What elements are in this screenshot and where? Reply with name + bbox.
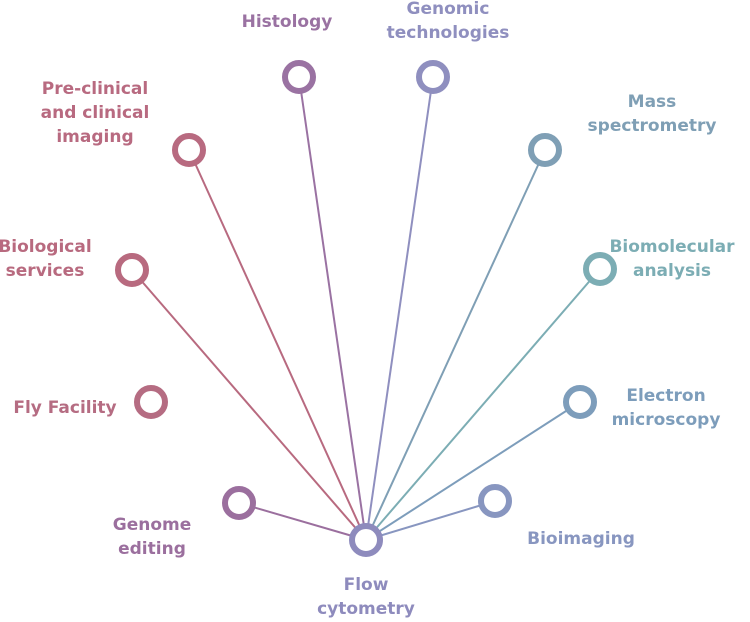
node-label-pre-clinical-and-clinical-imaging-line: imaging	[56, 127, 133, 147]
node-ring-icon	[528, 133, 562, 167]
spokes	[131, 76, 601, 541]
node-label-genomic-technologies-line: technologies	[387, 23, 510, 43]
node-pre-clinical-and-clinical-imaging: Pre-clinical and clinical imaging	[41, 79, 206, 167]
node-label-biological-services: Biological services	[0, 237, 92, 281]
node-ring-icon	[134, 385, 168, 419]
node-mass-spectrometry: Mass spectrometry	[528, 92, 717, 167]
node-bioimaging: Bioimaging	[478, 484, 635, 549]
node-ring-icon	[416, 60, 450, 94]
spoke-biological-services	[131, 269, 367, 541]
spoke-histology	[298, 76, 367, 541]
node-label-bioimaging: Bioimaging	[527, 529, 635, 549]
node-label-pre-clinical-and-clinical-imaging: Pre-clinical and clinical imaging	[41, 79, 150, 147]
node-label-electron-microscopy-line: microscopy	[612, 410, 721, 430]
node-label-biological-services-line: services	[6, 261, 85, 281]
node-ring-icon	[282, 60, 316, 94]
node-label-genomic-technologies-line: Genomic	[407, 0, 490, 19]
node-genomic-technologies: Genomic technologies	[387, 0, 510, 94]
node-ring-icon	[563, 385, 597, 419]
node-electron-microscopy: Electron microscopy	[563, 385, 721, 430]
node-label-bioimaging-line: Bioimaging	[527, 529, 635, 549]
spoke-electron-microscopy	[365, 401, 581, 541]
node-biomolecular-analysis: Biomolecular analysis	[583, 237, 735, 286]
node-fly-facility: Fly Facility	[13, 385, 168, 419]
spoke-bioimaging	[365, 500, 496, 541]
node-label-pre-clinical-and-clinical-imaging-line: Pre-clinical	[42, 79, 148, 99]
node-label-histology: Histology	[242, 12, 333, 32]
node-ring-icon	[172, 133, 206, 167]
spoke-pre-clinical-and-clinical-imaging	[188, 149, 367, 541]
node-ring-icon	[583, 252, 617, 286]
node-histology: Histology	[242, 12, 333, 94]
node-biological-services: Biological services	[0, 237, 149, 287]
node-ring-icon	[222, 486, 256, 520]
node-label-biomolecular-analysis: Biomolecular analysis	[609, 237, 735, 281]
node-label-mass-spectrometry-line: spectrometry	[588, 116, 717, 136]
node-label-genome-editing: Genome editing	[113, 515, 192, 559]
node-label-biological-services-line: Biological	[0, 237, 92, 257]
spoke-genomic-technologies	[365, 76, 434, 541]
node-label-electron-microscopy: Electron microscopy	[612, 386, 721, 430]
hub-ring-icon	[349, 523, 383, 557]
node-label-pre-clinical-and-clinical-imaging-line: and clinical	[41, 103, 150, 123]
hub-label-line: Flow	[344, 575, 389, 595]
node-ring-icon	[478, 484, 512, 518]
spoke-mass-spectrometry	[365, 149, 546, 541]
node-label-genome-editing-line: editing	[118, 539, 186, 559]
node-genome-editing: Genome editing	[113, 486, 256, 559]
node-label-fly-facility-line: Fly Facility	[13, 398, 116, 418]
hub-label-line: cytometry	[317, 599, 415, 619]
hub-label: Flow cytometry	[317, 575, 415, 619]
node-label-histology-line: Histology	[242, 12, 333, 32]
node-label-genomic-technologies: Genomic technologies	[387, 0, 510, 43]
node-label-mass-spectrometry-line: Mass	[628, 92, 677, 112]
node-label-mass-spectrometry: Mass spectrometry	[588, 92, 717, 136]
hub-node: Flow cytometry	[317, 523, 415, 619]
spoke-genome-editing	[238, 502, 367, 541]
node-label-genome-editing-line: Genome	[113, 515, 192, 535]
node-label-fly-facility: Fly Facility	[13, 398, 116, 418]
spoke-biomolecular-analysis	[365, 268, 601, 541]
node-label-electron-microscopy-line: Electron	[626, 386, 705, 406]
node-label-biomolecular-analysis-line: Biomolecular	[609, 237, 735, 257]
node-label-biomolecular-analysis-line: analysis	[633, 261, 711, 281]
node-ring-icon	[115, 253, 149, 287]
